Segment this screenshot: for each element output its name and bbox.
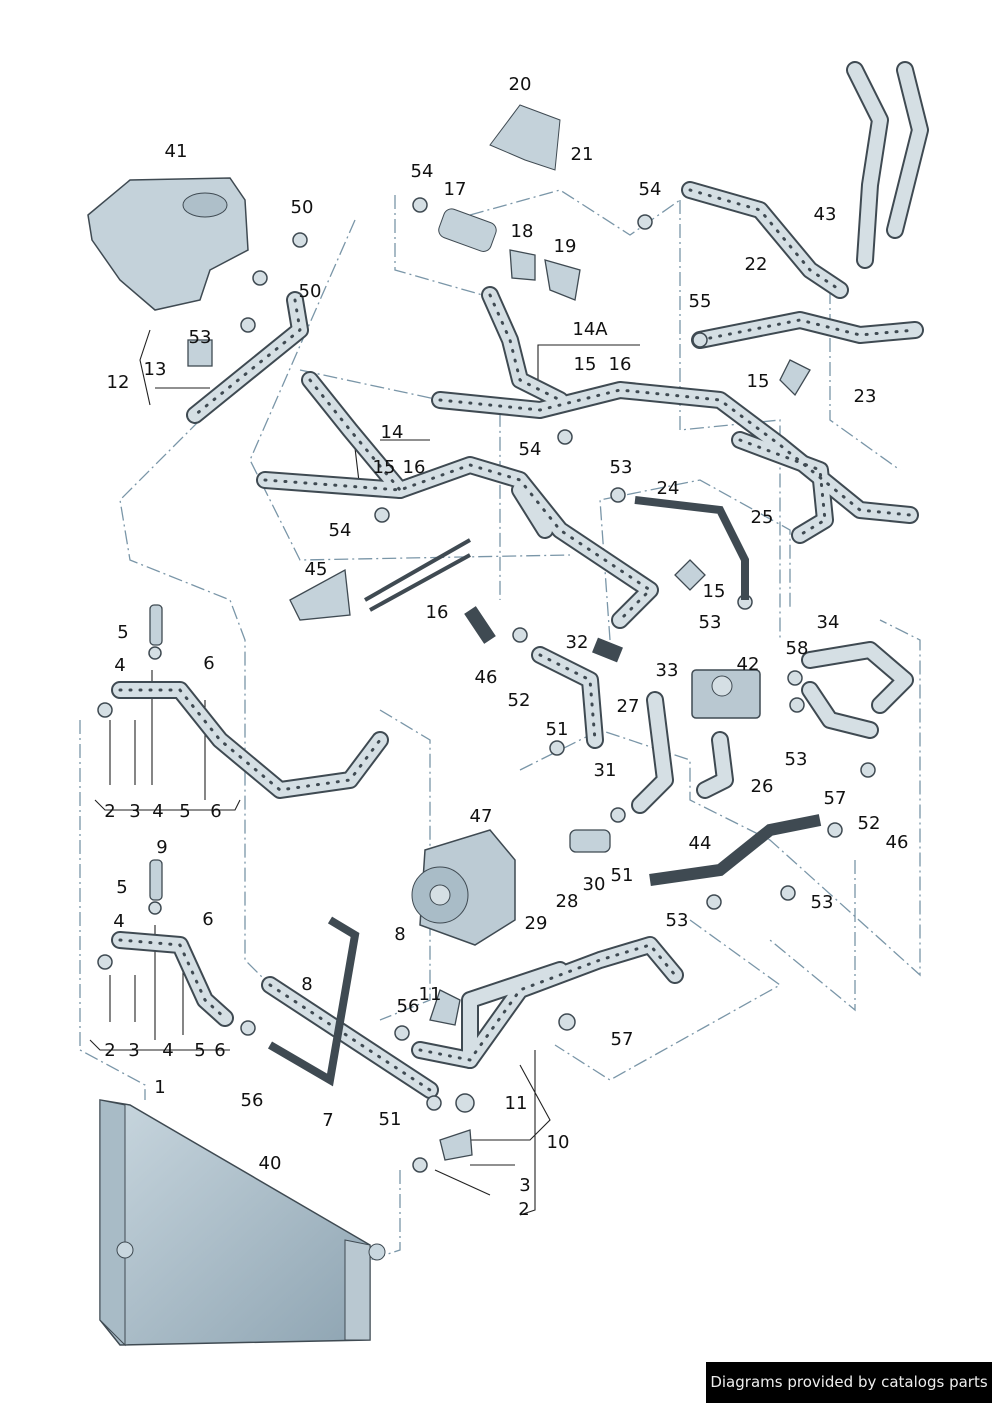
callout-label: 54	[638, 179, 662, 200]
callout-label: 54	[410, 161, 434, 182]
hoses	[111, 61, 929, 1099]
callout-label: 52	[857, 813, 881, 834]
callout-label: 53	[609, 457, 633, 478]
callout-label: 27	[616, 696, 640, 717]
hose-clamps	[97, 197, 876, 1173]
callout-label: 18	[510, 221, 534, 242]
callout-label: 53	[188, 327, 212, 348]
callout-label: 13	[143, 359, 167, 380]
callout-label: 6	[203, 653, 215, 674]
callout-label: 17	[443, 179, 467, 200]
callout-label: 2	[104, 801, 116, 822]
callout-label: 58	[785, 638, 809, 659]
callout-label: 33	[655, 660, 679, 681]
callout-label: 41	[164, 141, 188, 162]
callout-label: 11	[418, 984, 442, 1005]
callout-label: 8	[301, 974, 313, 995]
callout-label: 51	[610, 865, 634, 886]
callout-label: 15	[746, 371, 770, 392]
callout-label: 3	[128, 1040, 140, 1061]
radiator-40	[99, 1099, 386, 1347]
callout-label: 4	[162, 1040, 174, 1061]
callout-label: 56	[240, 1090, 264, 1111]
callout-label: 40	[258, 1153, 282, 1174]
callout-label: 14A	[572, 319, 608, 340]
callout-label: 55	[688, 291, 712, 312]
callout-label: 34	[816, 612, 840, 633]
callout-label: 57	[823, 788, 847, 809]
callout-label: 53	[810, 892, 834, 913]
callout-label: 5	[117, 622, 129, 643]
callout-label: 20	[508, 74, 532, 95]
callout-label: 57	[610, 1029, 634, 1050]
callout-label: 29	[524, 913, 548, 934]
callout-label: 51	[378, 1109, 402, 1130]
callout-label: 12	[106, 372, 130, 393]
callout-label: 5	[194, 1040, 206, 1061]
callout-label: 30	[582, 874, 606, 895]
callout-label: 47	[469, 806, 493, 827]
callout-label: 5	[179, 801, 191, 822]
callout-label: 6	[214, 1040, 226, 1061]
callout-label: 1	[154, 1077, 166, 1098]
callout-label: 24	[656, 478, 680, 499]
callout-label: 4	[114, 655, 126, 676]
callout-label: 26	[750, 776, 774, 797]
callout-label: 44	[688, 833, 712, 854]
callout-lines	[89, 329, 640, 1216]
callout-label: 54	[328, 520, 352, 541]
callout-label: 6	[210, 801, 222, 822]
callout-label: 23	[853, 386, 877, 407]
callout-label: 15	[573, 354, 597, 375]
callout-label: 14	[380, 422, 404, 443]
callout-label: 4	[113, 911, 125, 932]
callout-label: 10	[546, 1132, 570, 1153]
callout-label: 21	[570, 144, 594, 165]
callout-label: 46	[474, 667, 498, 688]
callout-label: 2	[518, 1199, 530, 1220]
callout-label: 46	[885, 832, 909, 853]
oil-cooler-42	[691, 669, 761, 719]
credit-banner: Diagrams provided by catalogs parts	[706, 1362, 992, 1403]
callout-label: 5	[116, 877, 128, 898]
pump-17	[438, 208, 497, 252]
callout-label: 22	[744, 254, 768, 275]
small-parts	[149, 249, 822, 1161]
callout-label: 56	[396, 996, 420, 1017]
callout-label: 45	[304, 559, 328, 580]
callout-label: 3	[129, 801, 141, 822]
callout-label: 15	[372, 457, 396, 478]
callout-label: 3	[519, 1175, 531, 1196]
callout-label: 11	[504, 1093, 528, 1114]
callout-label: 25	[750, 507, 774, 528]
callout-label: 7	[322, 1110, 334, 1131]
callout-label: 2	[104, 1040, 116, 1061]
callout-label: 15	[702, 581, 726, 602]
callout-label: 50	[298, 281, 322, 302]
callout-label: 54	[518, 439, 542, 460]
callout-label: 42	[736, 654, 760, 675]
callout-label: 16	[425, 602, 449, 623]
callout-label: 53	[665, 910, 689, 931]
callout-label: 51	[545, 719, 569, 740]
callout-label: 6	[202, 909, 214, 930]
callout-label: 16	[608, 354, 632, 375]
callout-label: 31	[593, 760, 617, 781]
callout-label: 19	[553, 236, 577, 257]
callout-label: 53	[698, 612, 722, 633]
callout-label: 28	[555, 891, 579, 912]
callout-label: 32	[565, 632, 589, 653]
callout-label: 16	[402, 457, 426, 478]
callout-label: 9	[156, 837, 168, 858]
bracket-20	[489, 104, 561, 171]
callout-label: 53	[784, 749, 808, 770]
callout-label: 43	[813, 204, 837, 225]
callout-label: 4	[152, 801, 164, 822]
alternator-47	[411, 829, 516, 946]
coolant-reservoir-41	[87, 177, 249, 311]
callout-label: 8	[394, 924, 406, 945]
callout-label: 52	[507, 690, 531, 711]
callout-label: 50	[290, 197, 314, 218]
